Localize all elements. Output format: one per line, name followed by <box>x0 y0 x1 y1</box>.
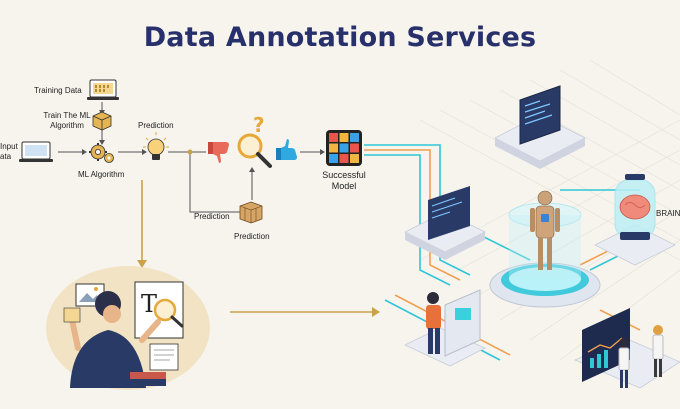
prediction-left-label: Prediction <box>194 212 230 221</box>
prediction-bottom-label: Prediction <box>234 232 270 241</box>
annotator-person <box>63 291 161 388</box>
scientist-person <box>618 325 664 388</box>
svg-text:T: T <box>141 290 157 318</box>
branch-dot <box>187 149 193 155</box>
successful-model-line1: Successful <box>322 170 366 180</box>
document-card: T <box>134 281 184 339</box>
gear-icon <box>89 143 114 163</box>
operator-person <box>426 292 441 354</box>
brain-label: BRAIN <box>656 209 680 218</box>
ml-algorithm-label: ML Algorithm <box>78 170 125 179</box>
gold-arrows <box>141 180 374 313</box>
thumbs-up-icon <box>276 139 297 160</box>
console-platform <box>404 289 486 367</box>
top-monitor-platform <box>494 85 586 169</box>
training-data-label: Training Data <box>34 86 82 95</box>
flow-lines <box>58 102 322 213</box>
input-label-line2: ata <box>0 152 12 161</box>
robot-icon <box>530 190 560 270</box>
line-branch-down <box>189 152 240 213</box>
successful-model-label: Successful Model <box>312 170 376 192</box>
thumbs-down-icon <box>208 142 229 163</box>
cube-icon <box>92 111 112 131</box>
train-ml-label-line2: Algorithm <box>50 121 84 130</box>
brain-jar-platform <box>594 174 676 266</box>
lightbulb-icon <box>143 132 169 160</box>
rubiks-cube-icon <box>326 130 362 166</box>
input-laptop-icon <box>19 141 53 162</box>
question-mark-icon: ? <box>253 113 265 137</box>
input-label-line1: Input <box>0 142 18 151</box>
brain-jar-icon <box>614 174 656 240</box>
train-ml-label-line1: Train The ML <box>43 111 91 120</box>
prediction-top-label: Prediction <box>138 121 174 130</box>
laptop-icon <box>87 79 119 100</box>
robot-platform <box>489 190 601 308</box>
magnifier-icon <box>237 133 272 168</box>
left-monitor-platform <box>404 186 486 260</box>
books-stack <box>130 343 179 386</box>
monitor-icon <box>519 85 561 145</box>
input-data-label: Input ata <box>0 142 18 162</box>
successful-model-line2: Model <box>331 181 357 191</box>
box-icon <box>239 201 263 224</box>
annotator-illustration: T <box>46 266 210 390</box>
train-ml-label: Train The ML Algorithm <box>34 111 100 131</box>
page-title: Data Annotation Services <box>143 22 537 53</box>
analytics-platform <box>573 308 680 389</box>
